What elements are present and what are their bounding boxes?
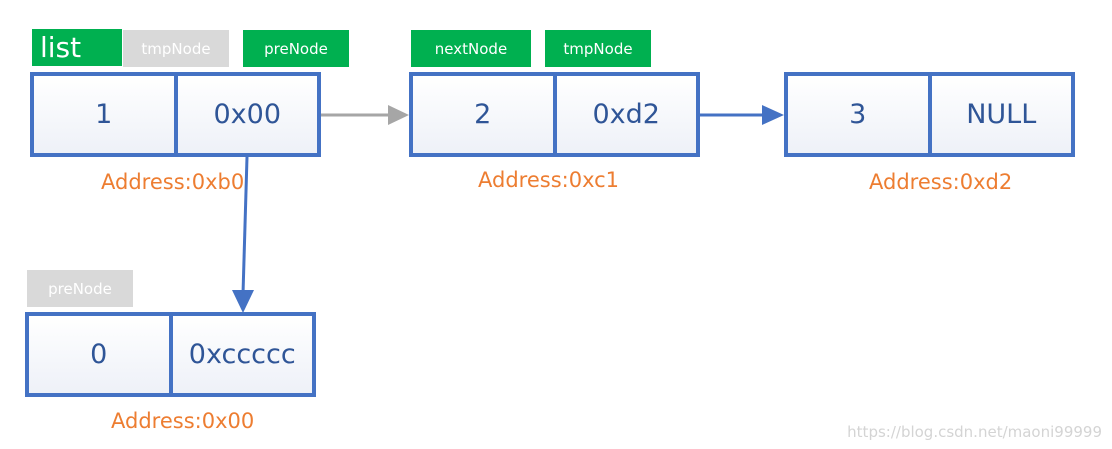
list-label: list (32, 29, 122, 66)
pre-node-label: preNode (243, 30, 349, 67)
node-2: 2 0xd2 (409, 72, 700, 157)
node-0-address: Address:0x00 (111, 409, 255, 433)
node-1-address: Address:0xb0 (101, 170, 245, 194)
node-1: 1 0x00 (30, 72, 321, 157)
node-3-next: NULL (927, 76, 1072, 153)
node-1-next: 0x00 (173, 76, 318, 153)
node-0-next: 0xccccc (168, 316, 313, 393)
node-2-value: 2 (474, 99, 492, 130)
node-0: 0 0xccccc (25, 312, 316, 397)
arrow-node1-to-node0 (232, 156, 254, 313)
node-0-value: 0 (90, 339, 108, 370)
node-3-address: Address:0xd2 (869, 170, 1013, 194)
node-3-value: 3 (849, 99, 867, 130)
pre-node-label-2: preNode (27, 270, 133, 307)
watermark: https://blog.csdn.net/maoni99999 (847, 423, 1102, 441)
node-2-address: Address:0xc1 (478, 168, 620, 192)
tmp-node-label-2: tmpNode (545, 30, 651, 67)
tmp-node-label: tmpNode (123, 30, 229, 67)
next-node-label: nextNode (411, 30, 531, 67)
node-2-next: 0xd2 (552, 76, 697, 153)
arrow-node2-to-node3 (700, 105, 784, 125)
node-3: 3 NULL (784, 72, 1075, 157)
node-1-value: 1 (95, 99, 113, 130)
arrow-node1-to-node2 (321, 105, 409, 125)
